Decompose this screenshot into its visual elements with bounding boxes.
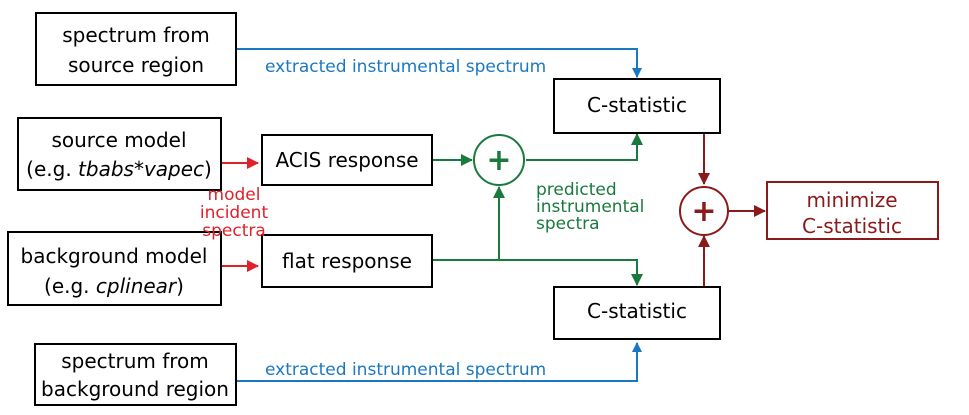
box-source-model-line1: source model	[51, 128, 186, 152]
box-source-model: source model (e.g. tbabs*vapec)	[17, 117, 222, 191]
box-cstat-top-label: C-statistic	[587, 93, 687, 117]
label-extracted-top: extracted instrumental spectrum	[265, 57, 546, 77]
sum-circle-red: +	[679, 186, 729, 236]
label-model-incident: model incident spectra	[200, 185, 269, 241]
box-cstat-bottom: C-statistic	[553, 286, 721, 340]
label-model-incident-line3: spectra	[202, 221, 266, 241]
label-model-incident-line2: incident	[200, 203, 269, 223]
box-acis-response: ACIS response	[261, 134, 433, 186]
arrow-extracted-bottom	[237, 342, 642, 382]
box-spectrum-background-line2: background region	[41, 377, 229, 401]
box-acis-response-label: ACIS response	[275, 148, 418, 172]
box-source-model-line2: (e.g. tbabs*vapec)	[26, 157, 212, 181]
sum-circle-green: +	[473, 134, 525, 186]
box-background-model: background model (e.g. cplinear)	[7, 231, 222, 306]
plus-icon: +	[691, 194, 716, 229]
arrow-sum-to-cstat-top	[526, 133, 643, 161]
plus-icon: +	[486, 143, 511, 178]
box-spectrum-source-line1: spectrum from	[62, 23, 210, 47]
label-predicted-line2: instrumental	[536, 197, 644, 217]
box-minimize-line1: minimize	[806, 188, 897, 212]
arrow-flat-to-cstat-bottom	[499, 259, 643, 286]
label-predicted-line3: spectra	[536, 214, 600, 234]
box-spectrum-background-line1: spectrum from	[61, 349, 209, 373]
label-extracted-bottom: extracted instrumental spectrum	[265, 360, 546, 380]
box-background-model-line2: (e.g. cplinear)	[44, 274, 184, 298]
arrow-flat-to-sum	[433, 186, 505, 261]
box-spectrum-source-line2: source region	[68, 53, 204, 77]
label-model-incident-line1: model	[208, 185, 261, 205]
box-background-model-line1: background model	[21, 244, 208, 268]
box-flat-response-label: flat response	[282, 249, 412, 273]
box-cstat-bottom-label: C-statistic	[587, 299, 687, 323]
label-predicted: predicted instrumental spectra	[536, 180, 644, 234]
box-cstat-top: C-statistic	[553, 78, 721, 134]
arrow-extracted-top	[237, 48, 642, 78]
label-predicted-line1: predicted	[536, 180, 617, 200]
box-minimize-line2: C-statistic	[802, 214, 902, 238]
box-spectrum-background: spectrum from background region	[34, 343, 237, 406]
box-minimize: minimize C-statistic	[766, 181, 939, 240]
box-flat-response: flat response	[261, 234, 433, 288]
box-spectrum-source: spectrum from source region	[35, 12, 237, 86]
